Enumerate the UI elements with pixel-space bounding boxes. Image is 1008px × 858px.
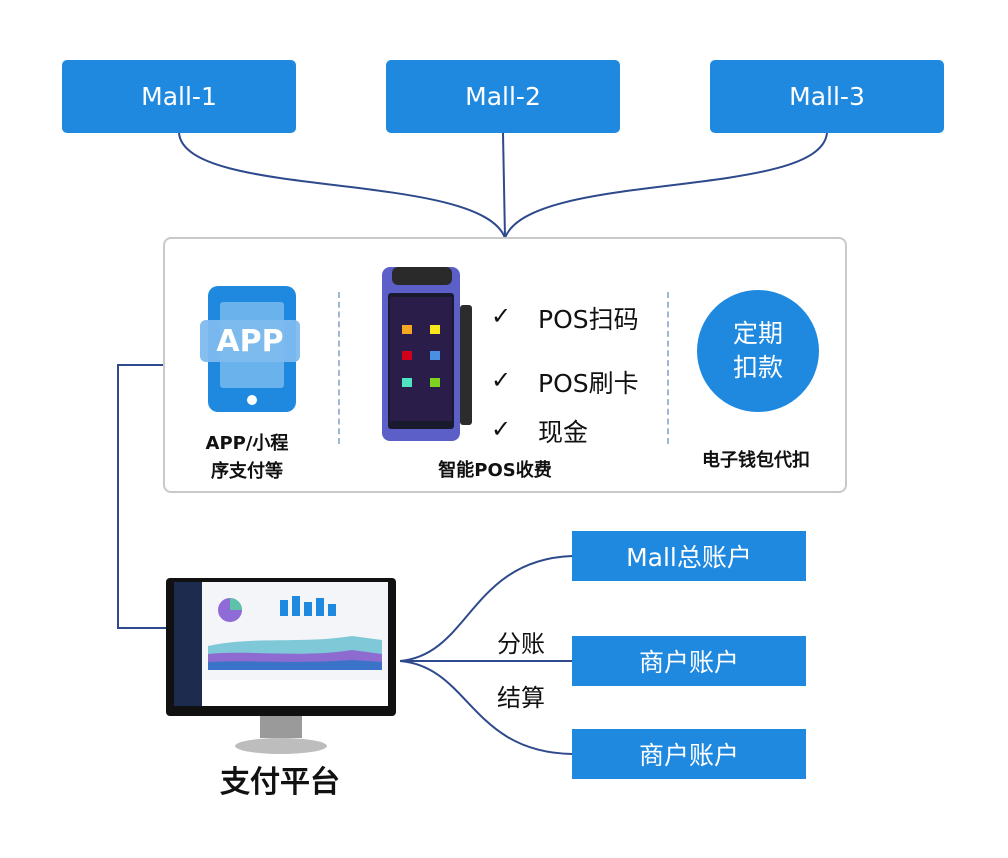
account-label-2: 商户账户 [638,648,739,677]
account-label-1: Mall总账户 [626,543,752,572]
pos-label: 智能POS收费 [438,460,552,481]
pos-item-3: 现金 [538,418,589,447]
account-label-3: 商户账户 [638,741,739,770]
split-label: 分账 [497,630,545,658]
mall-3-label: Mall-3 [789,82,865,111]
app-phone-icon [200,286,300,412]
mall-2-connector [502,132,506,239]
wallet-label: 电子钱包代扣 [702,450,810,471]
platform-label: 支付平台 [220,765,340,800]
pos-terminal-icon [382,267,472,441]
mall-1-label: Mall-1 [141,82,217,111]
check-icon-2: ✓ [491,366,512,394]
account-box-1: Mall总账户 [572,531,806,581]
mall-2-label: Mall-2 [465,82,541,111]
check-icon-1: ✓ [491,302,512,330]
mall-3-box: Mall-3 [710,60,944,133]
settle-label: 结算 [497,684,545,712]
app-label: APP/小程 序支付等 [205,433,289,482]
divider-right [667,292,669,444]
mall-1-box: Mall-1 [62,60,296,133]
mall-2-box: Mall-2 [386,60,620,133]
account-1-connector [399,555,573,662]
divider-left [338,292,340,444]
periodic-deduction-circle: 定期 扣款 [697,290,819,412]
account-box-2: 商户账户 [572,636,806,686]
check-icon-3: ✓ [491,415,512,443]
periodic-line-2: 扣款 [732,353,783,382]
mall-1-connector [178,132,506,239]
account-3-connector [399,660,573,755]
mall-3-connector [504,132,828,239]
pos-item-2: POS刷卡 [538,369,639,398]
payment-platform-monitor-icon [166,578,396,754]
pos-item-1: POS扫码 [538,305,639,334]
periodic-line-1: 定期 [732,319,783,348]
app-icon-text: APP [216,324,284,359]
account-box-3: 商户账户 [572,729,806,779]
